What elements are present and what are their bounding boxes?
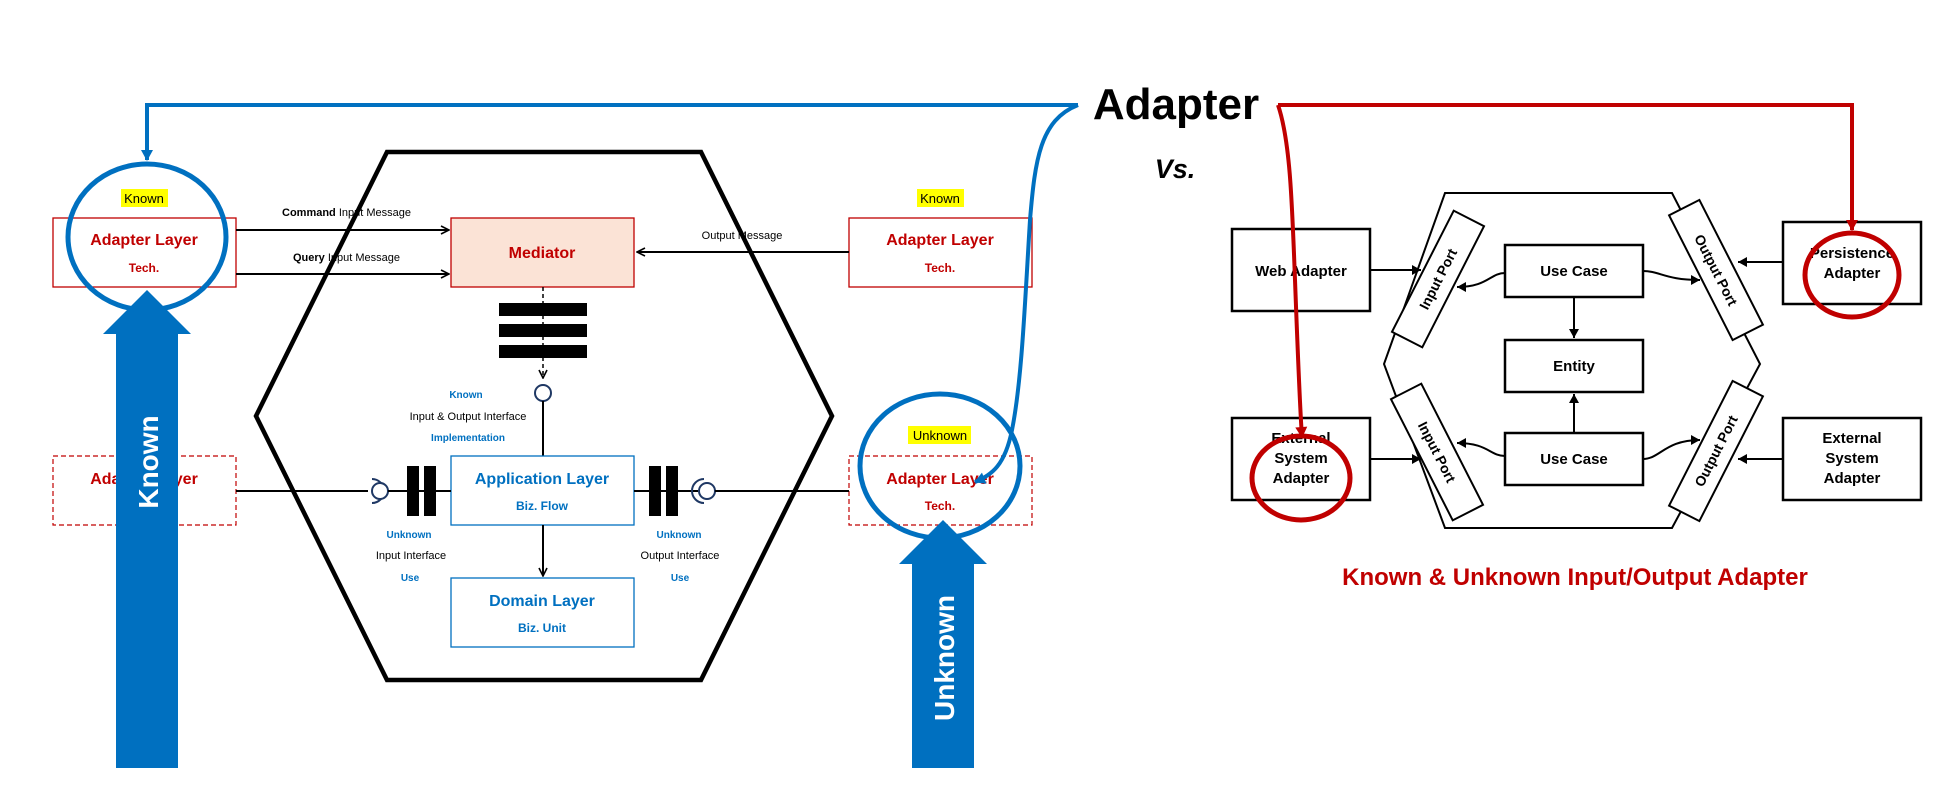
persistence-line2: Adapter xyxy=(1824,265,1881,282)
persistence-adapter-highlight-circle xyxy=(1802,230,1902,320)
application-layer-title: Application Layer xyxy=(475,471,609,488)
right-diagram-caption: Known & Unknown Input/Output Adapter xyxy=(1342,564,1808,591)
command-message-label: Command Input Message xyxy=(282,207,411,219)
known-tag-right: Known xyxy=(920,191,960,206)
external-left-line3: Adapter xyxy=(1273,470,1330,487)
output-port-top: Output Port xyxy=(1667,198,1765,342)
output-port-bar xyxy=(649,466,661,516)
unknown-big-arrow-label: Unknown xyxy=(929,595,960,721)
output-message-label: Output Message xyxy=(702,230,783,242)
output-iface-unknown: Unknown xyxy=(657,530,702,541)
hexagonal-architecture-boundary xyxy=(1382,192,1762,529)
input-port-top: Input Port xyxy=(1390,209,1486,349)
known-big-arrow-label: Known xyxy=(133,415,164,508)
web-adapter-label: Web Adapter xyxy=(1255,263,1347,280)
unknown-tag-right: Unknown xyxy=(913,428,967,443)
application-layer-sub: Biz. Flow xyxy=(516,499,569,513)
known-impl-implementation: Implementation xyxy=(431,433,505,444)
hexagon-boundary xyxy=(253,149,835,683)
domain-layer-sub: Biz. Unit xyxy=(518,621,566,635)
known-adapter-highlight-circle xyxy=(65,161,229,313)
output-iface-label: Output Interface xyxy=(641,550,720,562)
input-iface-unknown: Unknown xyxy=(387,530,432,541)
output-port-bar xyxy=(666,466,678,516)
adapter-layer-left-title: Adapter Layer xyxy=(90,232,198,249)
adapter-layer-right-dashed-title: Adapter Layer xyxy=(886,471,994,488)
external-adapter-highlight-circle xyxy=(1249,433,1353,523)
query-message-label: Query Input Message xyxy=(293,252,400,264)
unknown-big-arrow xyxy=(899,520,987,768)
input-port-bar xyxy=(424,466,436,516)
red-connector-external xyxy=(1276,104,1308,438)
external-left-line2: System xyxy=(1274,450,1327,467)
adapter-layer-left-box xyxy=(52,217,237,288)
use-case-top-box xyxy=(1503,243,1645,299)
mediator-label: Mediator xyxy=(509,245,576,262)
output-interface-socket xyxy=(691,478,705,504)
input-port-bar xyxy=(407,466,419,516)
web-adapter-box xyxy=(1230,227,1372,313)
adapter-layer-right-dashed-box xyxy=(848,455,1033,526)
adapter-layer-right-box xyxy=(848,217,1033,288)
known-big-arrow xyxy=(103,290,191,768)
entity-label: Entity xyxy=(1553,358,1595,375)
blue-connector-known xyxy=(141,103,1078,161)
domain-layer-title: Domain Layer xyxy=(489,593,595,610)
red-connector-persistence xyxy=(1278,103,1858,231)
output-port-bottom: Output Port xyxy=(1667,379,1765,523)
external-right-line3: Adapter xyxy=(1824,470,1881,487)
output-iface-use: Use xyxy=(671,573,690,584)
unknown-adapter-highlight-circle xyxy=(857,391,1023,541)
domain-layer-box xyxy=(450,577,635,648)
persistence-line1: Persistence xyxy=(1810,245,1894,262)
title: Adapter xyxy=(1093,80,1259,129)
entity-box xyxy=(1503,338,1645,394)
known-impl-known: Known xyxy=(449,390,482,401)
known-impl-iface: Input & Output Interface xyxy=(410,411,527,423)
use-case-top-label: Use Case xyxy=(1540,263,1608,280)
mediator-box xyxy=(450,217,635,288)
use-case-bottom-box xyxy=(1503,431,1645,487)
adapter-layer-left-sub: Tech. xyxy=(129,261,159,275)
input-iface-label: Input Interface xyxy=(376,550,446,562)
external-system-adapter-right-box xyxy=(1781,416,1923,502)
input-iface-use: Use xyxy=(401,573,420,584)
adapter-layer-right-title: Adapter Layer xyxy=(886,232,994,249)
versus-label: Vs. xyxy=(1155,154,1196,184)
use-case-bottom-label: Use Case xyxy=(1540,451,1608,468)
application-layer-box xyxy=(450,455,635,526)
known-tag-left: Known xyxy=(124,191,164,206)
external-right-line2: System xyxy=(1825,450,1878,467)
known-interface-lollipop xyxy=(534,384,552,402)
adapter-layer-right-sub: Tech. xyxy=(925,261,955,275)
external-right-line1: External xyxy=(1822,430,1881,447)
adapter-layer-right-dashed-sub: Tech. xyxy=(925,499,955,513)
blue-connector-unknown xyxy=(974,103,1079,484)
input-port-bottom: Input Port xyxy=(1389,382,1485,522)
